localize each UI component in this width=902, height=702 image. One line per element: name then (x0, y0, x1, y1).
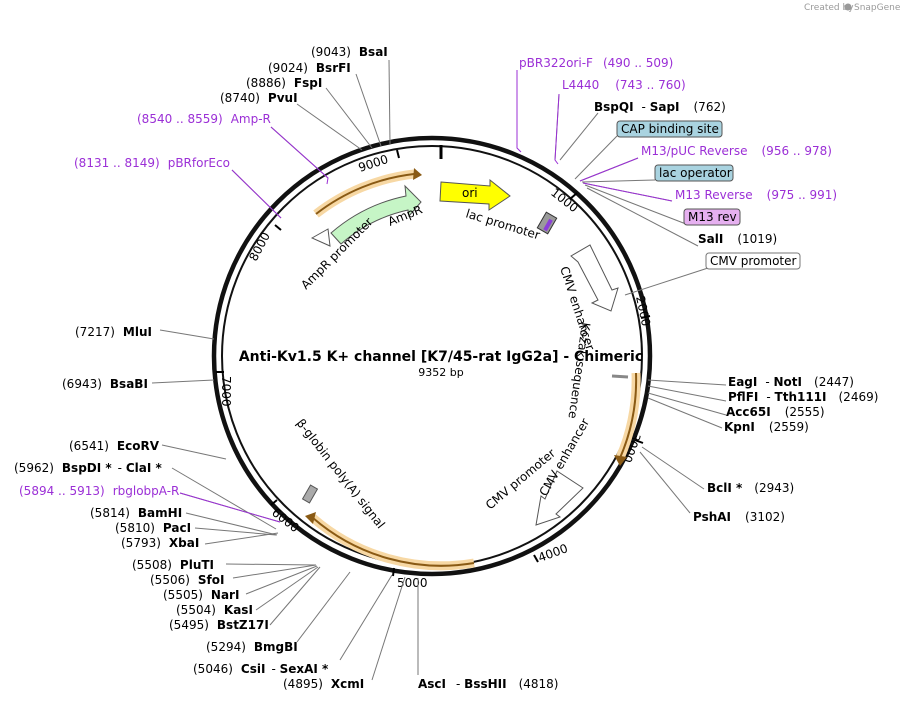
cmv-promoter-box[interactable]: CMV promoter (705, 252, 801, 270)
pshai-site[interactable]: PshAI(3102) (693, 510, 785, 524)
backbone-outer (211, 135, 653, 577)
sali-site[interactable]: SalI(1019) (698, 232, 777, 246)
ampr-feature[interactable] (310, 184, 422, 247)
credit-brand: SnapGene (854, 3, 901, 13)
orf-line-light (312, 517, 475, 567)
xcmi-site[interactable]: (4895)XcmI (283, 677, 364, 691)
plasmid-length: 9352 bp (418, 366, 463, 379)
ori-feature[interactable]: ori (439, 178, 511, 211)
plasmid-name: Anti-Kv1.5 K+ channel [K7/45-rat IgG2a] … (239, 349, 643, 365)
nari-site[interactable]: (5505)NarI (163, 588, 239, 602)
bglobin-label: β-globin poly(A) signal (294, 416, 388, 531)
bsai-site[interactable]: (9043)BsaI (311, 45, 388, 59)
bstz17i-site[interactable]: (5495)BstZ17I (169, 618, 269, 632)
tick-2000: 2000 (633, 295, 653, 328)
orf-arrow-light (305, 512, 316, 524)
ampr-primer[interactable]: (8540 .. 8559)Amp-R (137, 112, 271, 126)
m13puc-primer[interactable]: M13/pUC Reverse(956 .. 978) (641, 144, 832, 158)
kozak-label: Kozak sequence (566, 322, 593, 420)
cmv-enhancer-top-feature[interactable] (570, 244, 619, 312)
tick-marks (216, 149, 651, 577)
svg-text:CMV promoter: CMV promoter (710, 254, 797, 268)
tick-9000: 9000 (357, 152, 390, 175)
pluti-site[interactable]: (5508)PluTI (132, 558, 214, 572)
kozak-block (611, 374, 629, 379)
rbglobpa-primer[interactable]: (5894 .. 5913)rbglobpA-R (19, 484, 179, 498)
acc65i-site[interactable]: Acc65I(2555) (726, 405, 825, 419)
ori-label: ori (462, 186, 478, 200)
bspdi-site[interactable]: (5962)BspDI *- ClaI * (14, 461, 162, 475)
primer-leaders (179, 70, 673, 523)
bglobin-block (301, 484, 319, 504)
bsrfi-site[interactable]: (9024)BsrFI (268, 61, 351, 75)
ampr-promoter-label: AmpR promoter (298, 215, 375, 292)
bamhi-site[interactable]: (5814)BamHI (90, 506, 182, 520)
pbr322ori-primer[interactable]: pBR322ori-F(490 .. 509) (519, 56, 673, 70)
orf-arrow-ampr (413, 168, 422, 180)
csii-site[interactable]: (5046)CsiI- SexAI * (193, 662, 329, 676)
orf-arrow-heavy (614, 455, 627, 466)
bsabi-site[interactable]: (6943)BsaBI (62, 377, 148, 391)
sfoi-site[interactable]: (5506)SfoI (150, 573, 224, 587)
pbrforeco-primer[interactable]: (8131 .. 8149)pBRforEco (74, 156, 230, 170)
tick-7000: 7000 (219, 376, 233, 407)
m13-reverse-primer[interactable]: M13 Reverse(975 .. 991) (675, 188, 837, 202)
cmv-enhancer-bottom-feature[interactable] (535, 470, 584, 526)
credit-prefix: Created by (804, 3, 854, 13)
paci-site[interactable]: (5810)PacI (115, 521, 191, 535)
mlui-site[interactable]: (7217)MluI (75, 325, 152, 339)
svg-text:CAP binding site: CAP binding site (621, 122, 719, 136)
bspqi-site[interactable]: BspQI- SapI(762) (594, 100, 726, 114)
kpni-site[interactable]: KpnI(2559) (724, 420, 809, 434)
orf-line-ampr (315, 173, 415, 215)
cap-binding-site[interactable]: CAP binding site (616, 120, 723, 138)
pflfi-site[interactable]: PflFI- Tth111I(2469) (728, 390, 878, 404)
m13-rev-block (543, 218, 553, 232)
snapgene-logo-icon (844, 3, 852, 11)
bmgbi-site[interactable]: (5294)BmgBI (206, 640, 298, 654)
bcli-site[interactable]: BclI *(2943) (707, 481, 794, 495)
lac-promoter-label: lac promoter (464, 206, 542, 242)
asci-site[interactable]: AscI- BssHII(4818) (418, 677, 558, 691)
lac-operator[interactable]: lac operator (654, 164, 734, 182)
l4440-primer[interactable]: L4440(743 .. 760) (562, 78, 686, 92)
svg-text:M13 rev: M13 rev (688, 210, 737, 224)
pvui-site[interactable]: (8740)PvuI (220, 91, 298, 105)
eagi-site[interactable]: EagI- NotI(2447) (728, 375, 854, 389)
orf-line-heavy (619, 372, 638, 459)
svg-text:lac operator: lac operator (659, 166, 732, 180)
kasi-site[interactable]: (5504)KasI (176, 603, 253, 617)
ecorv-site[interactable]: (6541)EcoRV (69, 439, 160, 453)
fspi-site[interactable]: (8886)FspI (246, 76, 322, 90)
orf-band-light (310, 514, 475, 571)
xbai-site[interactable]: (5793)XbaI (121, 536, 199, 550)
m13-rev-feature[interactable]: M13 rev (683, 208, 741, 226)
